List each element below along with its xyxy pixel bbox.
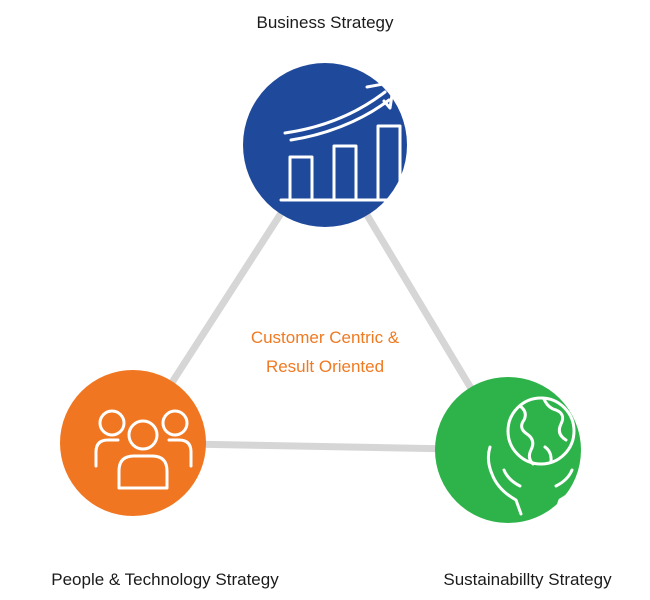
business-circle [243,63,407,227]
center-caption: Customer Centric & Result Oriented [215,323,435,381]
center-caption-line-1: Customer Centric & [250,328,400,347]
bar-chart-growth-icon [279,80,409,202]
sustainability-circle [435,377,581,523]
node-sustainability [435,377,589,523]
business-strategy-label: Business Strategy [256,13,394,32]
people-group-icon [94,409,193,490]
sustainability-strategy-label: Sustainabillty Strategy [443,570,612,589]
people-technology-strategy-label: People & Technology Strategy [51,570,279,589]
globe-in-hands-icon [486,396,589,516]
center-caption-line-2: Result Oriented [265,357,385,376]
node-people [60,370,206,516]
node-business [243,63,409,227]
